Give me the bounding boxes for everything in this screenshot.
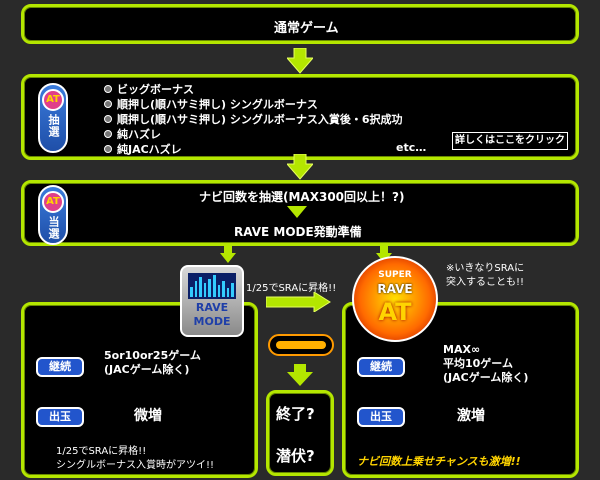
bullet-icon xyxy=(104,100,112,108)
down-arrow-icon xyxy=(376,246,392,263)
list-item-text: 純ハズレ xyxy=(117,128,161,141)
rave-logo-text2: RAVE xyxy=(377,282,413,296)
down-arrow-icon xyxy=(287,48,313,74)
down-arrow-icon xyxy=(287,364,313,386)
hidden-text: 潜伏? xyxy=(276,447,315,465)
rave-logo-text: RAVE xyxy=(195,301,229,314)
normal-game-label: 通常ゲーム xyxy=(274,21,339,36)
navi-text: ナビ回数を抽選(MAX300回以上！?) xyxy=(199,190,405,204)
etc-label: etc… xyxy=(396,141,427,154)
at-logo-text: AT xyxy=(378,298,412,326)
right-arrow-icon xyxy=(266,292,331,312)
list-item: ビッグボーナス xyxy=(104,81,194,97)
list-item: 順押し(順ハサミ押し) シングルボーナス xyxy=(104,96,318,112)
sra-direct-note: ※いきなりSRAに 突入することも!! xyxy=(446,263,525,288)
super-rave-at-logo: SUPER RAVE AT xyxy=(352,256,438,342)
list-item: 純JACハズレ xyxy=(104,141,182,157)
continue-text: 5or10or25ゲーム (JACゲーム除く) xyxy=(104,349,201,376)
bullet-icon xyxy=(104,145,112,153)
center-at-badge xyxy=(268,334,334,356)
continue-text: MAX∞ 平均10ゲーム (JACゲーム除く) xyxy=(443,343,529,384)
end-box: 終了? 潜伏? xyxy=(266,390,334,476)
rave-prep-text: RAVE MODE発動準備 xyxy=(234,225,362,239)
at-win-badge: AT 当選 xyxy=(38,185,68,245)
payout-text: 微増 xyxy=(134,408,162,424)
payout-tag: 出玉 xyxy=(357,407,405,427)
at-lottery-box: AT 抽選 ビッグボーナス 順押し(順ハサミ押し) シングルボーナス 順押し(順… xyxy=(21,74,579,160)
down-arrow-icon xyxy=(287,154,313,180)
rave-mode-logo: RAVE MODE xyxy=(180,265,244,337)
continue-tag: 継続 xyxy=(36,357,84,377)
payout-text: 激増 xyxy=(457,408,485,424)
upgrade-label: 1/25でSRAに昇格!! xyxy=(246,283,337,294)
list-item: 順押し(順ハサミ押し) シングルボーナス入賞後・6択成功 xyxy=(104,111,403,127)
down-triangle-icon xyxy=(287,206,307,218)
at-lottery-label: 抽選 xyxy=(47,114,60,138)
list-item-text: 順押し(順ハサミ押し) シングルボーナス入賞後・6択成功 xyxy=(117,113,403,126)
rave-note: 1/25でSRAに昇格!! シングルボーナス入賞時がアツイ!! xyxy=(56,446,215,471)
list-item: 純ハズレ xyxy=(104,126,161,142)
bullet-icon xyxy=(104,115,112,123)
at-win-label: 当選 xyxy=(47,216,60,240)
at-badge-icon: AT xyxy=(42,191,64,213)
list-item-text: 順押し(順ハサミ押し) シングルボーナス xyxy=(117,98,318,111)
normal-game-box: 通常ゲーム xyxy=(21,4,579,44)
super-logo-text: SUPER xyxy=(378,270,412,280)
bullet-icon xyxy=(104,130,112,138)
equalizer-icon xyxy=(188,273,236,299)
logo-bar-icon xyxy=(276,341,326,349)
at-lottery-badge: AT 抽選 xyxy=(38,83,68,153)
down-arrow-icon xyxy=(220,246,236,263)
bullet-icon xyxy=(104,85,112,93)
end-text: 終了? xyxy=(276,405,315,423)
list-item-text: ビッグボーナス xyxy=(117,83,194,96)
payout-tag: 出玉 xyxy=(36,407,84,427)
at-badge-icon: AT xyxy=(42,89,64,111)
sra-note: ナビ回数上乗せチャンスも激増!! xyxy=(357,455,521,468)
detail-link-button[interactable]: 詳しくはここをクリック xyxy=(452,132,568,150)
continue-tag: 継続 xyxy=(357,357,405,377)
list-item-text: 純JACハズレ xyxy=(117,143,182,156)
mode-logo-text: MODE xyxy=(193,315,231,328)
at-win-box: AT 当選 ナビ回数を抽選(MAX300回以上！?) RAVE MODE発動準備 xyxy=(21,180,579,246)
